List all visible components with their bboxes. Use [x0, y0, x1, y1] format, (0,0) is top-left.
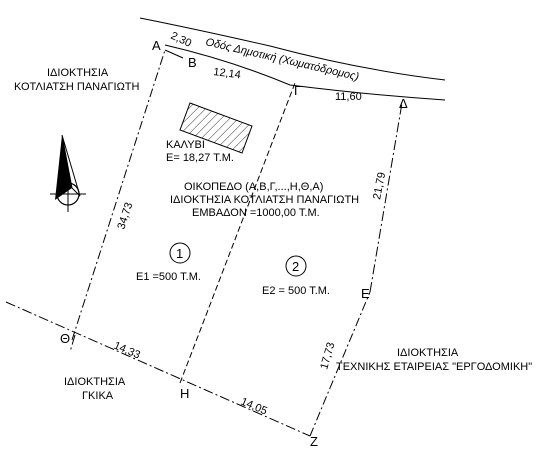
plot-area: ΕΜΒΑΔΟΝ =1000,00 Τ.Μ.: [192, 207, 320, 219]
shed: ΚΑΛΥΒΙ Ε= 18,27 Τ.Μ.: [166, 102, 253, 164]
vertex-b: Β: [188, 55, 197, 70]
dim-tha: 34,73: [115, 201, 135, 231]
parcel-1-number: 1: [176, 246, 183, 261]
neighbour-southwest-line1: ΙΔΙΟΚΤΗΣΙΑ: [64, 376, 126, 388]
parcel-2-marker-icon: [285, 255, 307, 277]
vertex-a: Α: [152, 38, 161, 53]
vertex-z: Ζ: [310, 434, 318, 449]
parcel-1-area: Ε1 =500 Τ.Μ.: [136, 271, 201, 283]
vertex-labels: Α Β Γ Δ Ε Ζ Η Θ: [60, 38, 408, 449]
shed-footprint: [179, 102, 253, 154]
vertex-h: Η: [180, 386, 189, 401]
parcel-2-area: Ε2 = 500 Τ.Μ.: [262, 285, 330, 297]
dim-hth: 14,33: [112, 340, 142, 362]
neighbour-southeast-line2: ΤΕΧΝΙΚΗΣ ΕΤΑΙΡΕΙΑΣ "ΕΡΓΟΔΟΜΙΚΗ": [336, 361, 532, 373]
neighbour-southwest-line2: ΓΚΙΚΑ: [82, 390, 114, 402]
road-edge-upper: [139, 17, 446, 81]
dim-zh: 14,05: [239, 396, 269, 418]
dim-gd: 11,60: [335, 91, 362, 103]
plot-boundary-west: [71, 49, 166, 341]
neighbour-west-line1: ΙΔΙΟΚΤΗΣΙΑ: [47, 67, 109, 79]
east-boundary-extension: [369, 102, 403, 293]
plot-boundary-east-lower: [309, 291, 371, 437]
vertex-th: Θ: [60, 331, 70, 346]
vertex-g: Γ: [294, 83, 301, 98]
plot-owner: ΙΔΙΟΚΤΗΣΙΑ ΚΟΤΛΙΑΤΣΗ ΠΑΝΑΓΙΩΤΗ: [170, 194, 359, 206]
dim-de: 21,79: [371, 171, 388, 200]
neighbour-west-line2: ΚΟΤΛΙΑΤΣΗ ΠΑΝΑΓΙΩΤΗ: [14, 81, 140, 93]
shed-label: ΚΑΛΥΒΙ: [166, 139, 205, 151]
neighbour-boundaries: [5, 102, 403, 437]
dimension-labels: 2,30 12,14 11,60 21,79 17,73 14,05 14,33…: [112, 30, 388, 418]
neighbour-southeast-line1: ΙΔΙΟΚΤΗΣΙΑ: [397, 347, 459, 359]
plot-boundary-road-front: [164, 49, 184, 59]
road-edge-lower: [164, 44, 446, 101]
road: Οδός Δημοτική (Χωματόδρομος): [139, 17, 446, 101]
vertex-e: Ε: [361, 286, 370, 301]
south-west-boundary-line: [5, 301, 311, 437]
parcel-1-marker-icon: [169, 242, 191, 264]
vertex-d: Δ: [399, 96, 408, 111]
west-boundary-extension: [69, 334, 76, 353]
plot-title: ΟΙΚΟΠΕΔΟ (Α,Β,Γ,...,Η,Θ,Α): [184, 181, 323, 193]
parcel-2-number: 2: [292, 259, 299, 274]
dim-ez: 17,73: [318, 341, 337, 371]
north-arrow: [50, 134, 86, 212]
neighbour-labels: ΙΔΙΟΚΤΗΣΙΑ ΚΟΤΛΙΑΤΣΗ ΠΑΝΑΓΙΩΤΗ ΙΔΙΟΚΤΗΣΙ…: [14, 67, 532, 402]
north-arrow-tail-icon: [61, 134, 81, 197]
sub-parcels: 1 Ε1 =500 Τ.Μ. 2 Ε2 = 500 Τ.Μ.: [136, 242, 330, 297]
dim-bg: 12,14: [213, 66, 242, 81]
plot-info: ΟΙΚΟΠΕΔΟ (Α,Β,Γ,...,Η,Θ,Α) ΙΔΙΟΚΤΗΣΙΑ ΚΟ…: [170, 181, 359, 219]
plot-outline: [71, 49, 371, 437]
shed-area: Ε= 18,27 Τ.Μ.: [166, 152, 234, 164]
